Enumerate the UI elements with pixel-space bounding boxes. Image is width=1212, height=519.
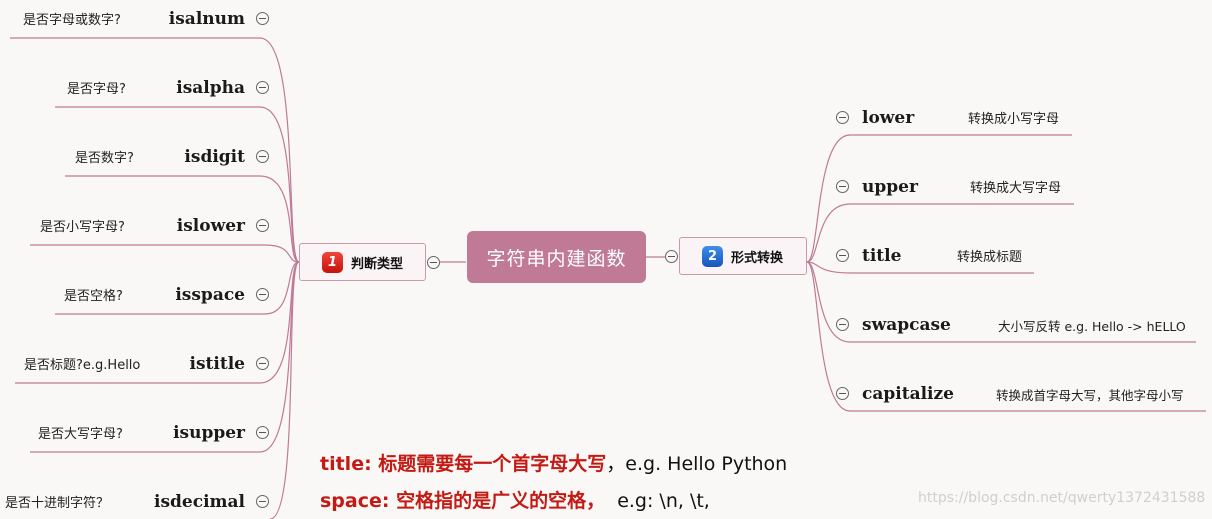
item-description: 是否标题?e.g.Hello — [24, 358, 141, 373]
function-name[interactable]: isdecimal — [153, 492, 245, 512]
item-description: 是否字母或数字? — [23, 13, 121, 28]
function-name[interactable]: isupper — [173, 423, 245, 443]
function-name[interactable]: lower — [862, 108, 915, 128]
minus-circle-icon[interactable] — [836, 318, 849, 331]
minus-circle-icon[interactable] — [836, 111, 849, 124]
note-label: title: 标题需要每一个首字母大写 — [320, 453, 607, 475]
connector-isspace — [55, 261, 300, 315]
function-name[interactable]: upper — [862, 177, 918, 197]
minus-circle-icon[interactable] — [256, 495, 269, 508]
minus-circle-icon[interactable] — [256, 81, 269, 94]
item-description: 是否空格? — [64, 289, 123, 304]
item-description: 是否十进制字符？ — [5, 496, 110, 511]
connector-lower — [806, 134, 1072, 263]
connector-capitalize — [806, 261, 1206, 412]
item-description: 转换成小写字母 — [968, 112, 1060, 127]
function-name[interactable]: isspace — [175, 285, 245, 305]
minus-circle-icon[interactable] — [256, 288, 269, 301]
connector-isdecimal — [269, 261, 300, 519]
central-topic[interactable]: 字符串内建函数 — [467, 231, 646, 283]
function-name[interactable]: isalpha — [176, 78, 245, 98]
note-label: space: 空格指的是广义的空格， — [320, 490, 606, 512]
note-value: ，e.g. Hello Python — [606, 453, 788, 475]
branch-label: 判断类型 — [351, 256, 404, 272]
function-name[interactable]: isdigit — [184, 147, 245, 167]
minus-circle-icon[interactable] — [256, 12, 269, 25]
connector-title — [806, 261, 1034, 274]
minus-circle-icon[interactable] — [836, 387, 849, 400]
minus-circle-icon[interactable] — [427, 256, 440, 269]
function-name[interactable]: title — [862, 246, 902, 266]
item-description: 是否大写字母? — [38, 427, 123, 442]
item-description: 是否小写字母? — [40, 220, 125, 235]
minus-circle-icon[interactable] — [836, 180, 849, 193]
connector-islower — [30, 244, 300, 263]
minus-circle-icon[interactable] — [256, 219, 269, 232]
connector-istitle — [15, 261, 300, 384]
minus-circle-icon[interactable] — [256, 357, 269, 370]
branch-label: 形式转换 — [731, 250, 784, 266]
item-description: 是否数字? — [75, 151, 134, 166]
minus-circle-icon[interactable] — [665, 250, 678, 263]
item-description: 转换成大写字母 — [970, 181, 1062, 196]
item-description: 转换成标题 — [957, 250, 1023, 265]
connector-isalpha — [55, 106, 300, 263]
branch-node-format-convert[interactable]: 2 形式转换 — [679, 237, 807, 275]
note-value: e.g: \n, \t, — [617, 490, 710, 512]
connector-upper — [806, 203, 1074, 263]
connector-isalnum — [10, 37, 300, 263]
note-space: space: 空格指的是广义的空格， e.g: \n, \t, — [320, 489, 710, 513]
minus-circle-icon[interactable] — [256, 150, 269, 163]
function-name[interactable]: swapcase — [862, 315, 951, 335]
note-title: title: 标题需要每一个首字母大写，e.g. Hello Python — [320, 452, 787, 476]
red-number-badge-icon: 1 — [322, 251, 343, 273]
minus-circle-icon[interactable] — [836, 249, 849, 262]
function-name[interactable]: islower — [176, 216, 245, 236]
function-name[interactable]: istitle — [189, 354, 245, 374]
function-name[interactable]: capitalize — [862, 384, 954, 404]
blue-number-badge-icon: 2 — [702, 245, 723, 267]
function-name[interactable]: isalnum — [168, 9, 245, 29]
connector-swapcase — [806, 261, 1196, 343]
connector-isdigit — [65, 175, 300, 263]
branch-node-type-check[interactable]: 1 判断类型 — [299, 243, 426, 281]
minus-circle-icon[interactable] — [256, 426, 269, 439]
item-description: 是否字母? — [67, 82, 126, 97]
watermark: https://blog.csdn.net/qwerty1372431588 — [918, 490, 1206, 506]
item-description: 转换成首字母大写，其他字母小写 — [996, 388, 1184, 403]
item-description: 大小写反转 e.g. Hello -> hELLO — [998, 319, 1186, 334]
